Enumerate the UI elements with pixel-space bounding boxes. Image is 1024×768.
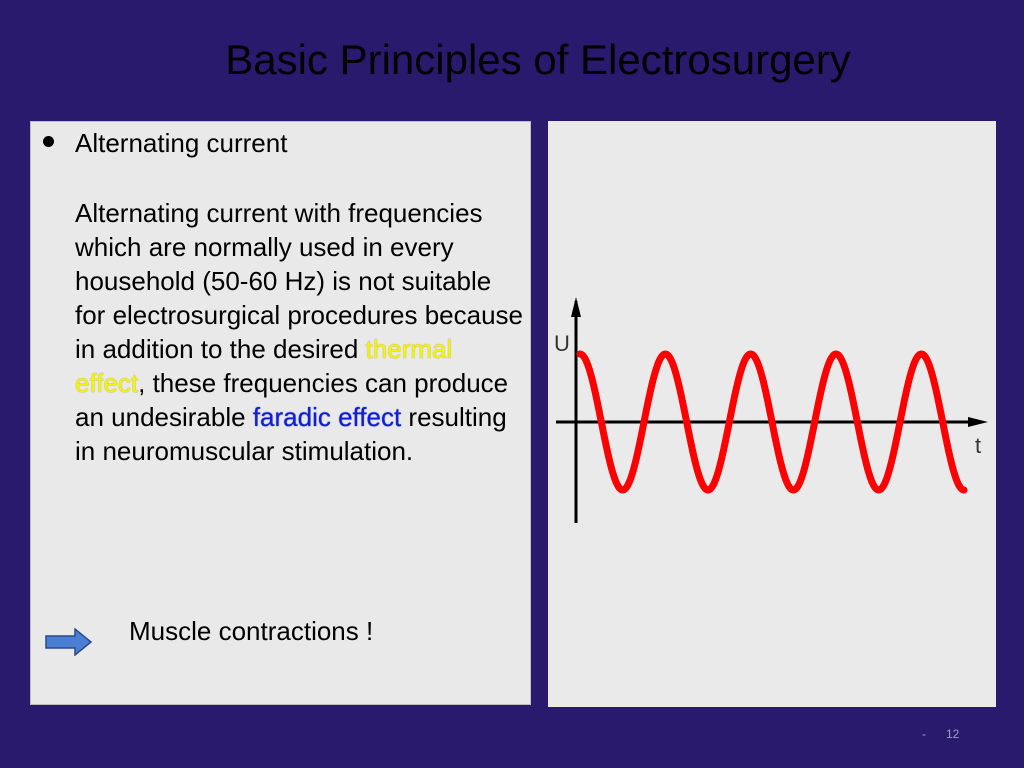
body-text-part2: , these frequencies can produce an undes… [75, 368, 509, 432]
thermal-effect-highlight: thermal effect [75, 334, 453, 398]
footer-separator: - [922, 727, 926, 741]
faradic-effect-highlight: faradic effect [252, 402, 402, 432]
x-axis-arrowhead [968, 417, 988, 427]
x-axis-label: t [975, 433, 981, 458]
sine-wave [576, 350, 968, 494]
page-number: 12 [946, 727, 960, 741]
bullet-heading: Alternating current [75, 128, 288, 158]
conclusion-text: Muscle contractions ! [129, 616, 374, 646]
body-text-part3: resulting in neuromuscular stimulation. [75, 402, 507, 466]
body-paragraph: Alternating current with frequencies whi… [75, 196, 525, 468]
slide-title: Basic Principles of Electrosurgery [225, 36, 851, 83]
text-panel: Alternating current Alternating current … [30, 121, 531, 705]
y-axis-arrowhead [571, 297, 581, 317]
sine-wave-graph: U t [554, 297, 988, 523]
y-axis-label: U [554, 331, 570, 356]
right-arrow-icon [45, 628, 93, 656]
body-text-part1: Alternating current with frequencies whi… [75, 198, 524, 364]
graph-panel: U t [548, 121, 996, 707]
bullet-dot-icon [43, 136, 54, 147]
